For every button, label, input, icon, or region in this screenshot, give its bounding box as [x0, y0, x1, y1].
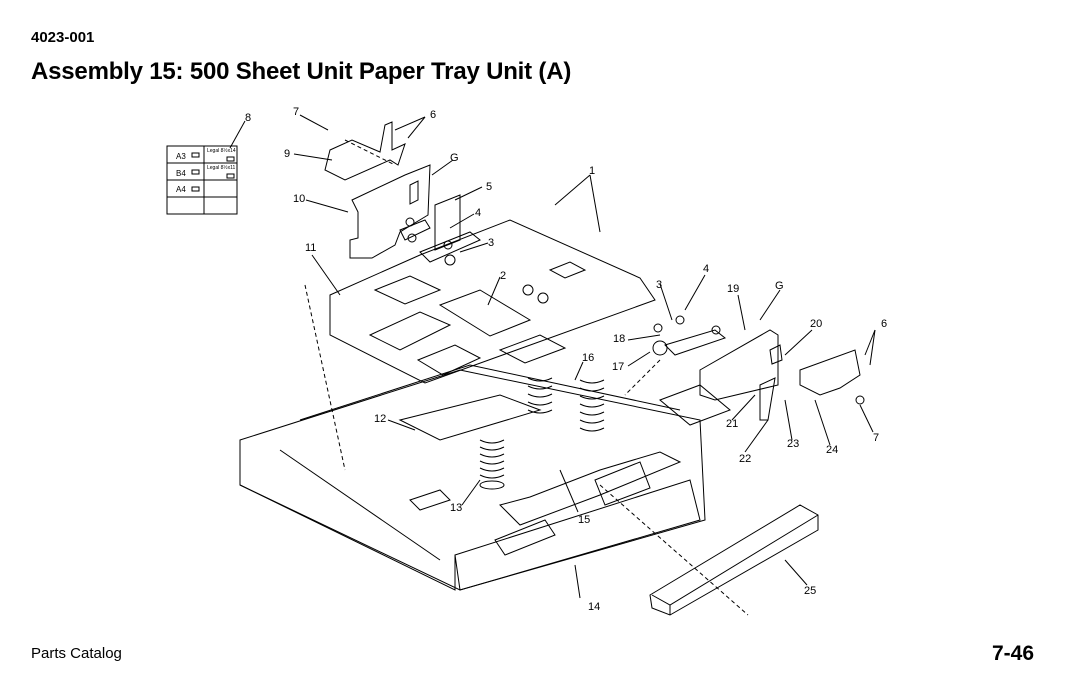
callout-g: G [450, 152, 459, 164]
callout-11: 11 [305, 242, 316, 254]
card-cell-b4: B4 [176, 169, 186, 178]
footer-catalog-label: Parts Catalog [31, 645, 122, 662]
leader-lines [229, 114, 876, 599]
callout-14: 14 [588, 601, 600, 613]
tray-plate [329, 219, 656, 384]
callout-20: 20 [810, 318, 822, 330]
callout-12: 12 [374, 413, 386, 425]
callout-4: 4 [475, 207, 481, 219]
callout-21: 21 [726, 418, 738, 430]
card-cell-legal-11: Legal 8½x11 [207, 164, 235, 171]
callout-5: 5 [486, 181, 492, 193]
front-cover [649, 504, 819, 616]
dashed-guides [304, 139, 749, 616]
card-cell-a4: A4 [176, 185, 186, 194]
callout-22: 22 [739, 453, 751, 465]
callout-7: 7 [293, 106, 299, 118]
card-cell-legal-14: Legal 8½x14 [207, 147, 236, 154]
callout-7: 7 [873, 432, 879, 444]
page-number: 7-46 [992, 642, 1035, 665]
callout-15: 15 [578, 514, 590, 526]
callout-3: 3 [488, 237, 494, 249]
tray-body [239, 364, 706, 591]
callout-13: 13 [450, 502, 462, 514]
callout-6: 6 [881, 318, 887, 330]
springs [479, 377, 605, 490]
callout-1: 1 [589, 165, 595, 177]
callout-25: 25 [804, 585, 816, 597]
callout-24: 24 [826, 444, 838, 456]
callout-2: 2 [500, 270, 506, 282]
callout-10: 10 [293, 193, 305, 205]
bracket-parts-upper-left [324, 121, 481, 266]
callout-labels: 1 2 3 3 4 4 5 6 6 7 7 8 9 10 11 12 13 14… [245, 106, 887, 613]
callout-9: 9 [284, 148, 290, 160]
paper-size-label-card: A3 Legal 8½x14 B4 Legal 8½x11 A4 [166, 145, 238, 215]
right-side-parts [652, 315, 865, 426]
callout-18: 18 [613, 333, 625, 345]
callout-6: 6 [430, 109, 436, 121]
card-cell-a3: A3 [176, 152, 186, 161]
callout-8: 8 [245, 112, 251, 124]
callout-3: 3 [656, 279, 662, 291]
callout-g: G [775, 280, 784, 292]
callout-16: 16 [582, 352, 594, 364]
callout-23: 23 [787, 438, 799, 450]
document-number: 4023-001 [31, 29, 95, 46]
callout-19: 19 [727, 283, 739, 295]
callout-4: 4 [703, 263, 709, 275]
callout-17: 17 [612, 361, 624, 373]
page-title: Assembly 15: 500 Sheet Unit Paper Tray U… [31, 58, 572, 85]
